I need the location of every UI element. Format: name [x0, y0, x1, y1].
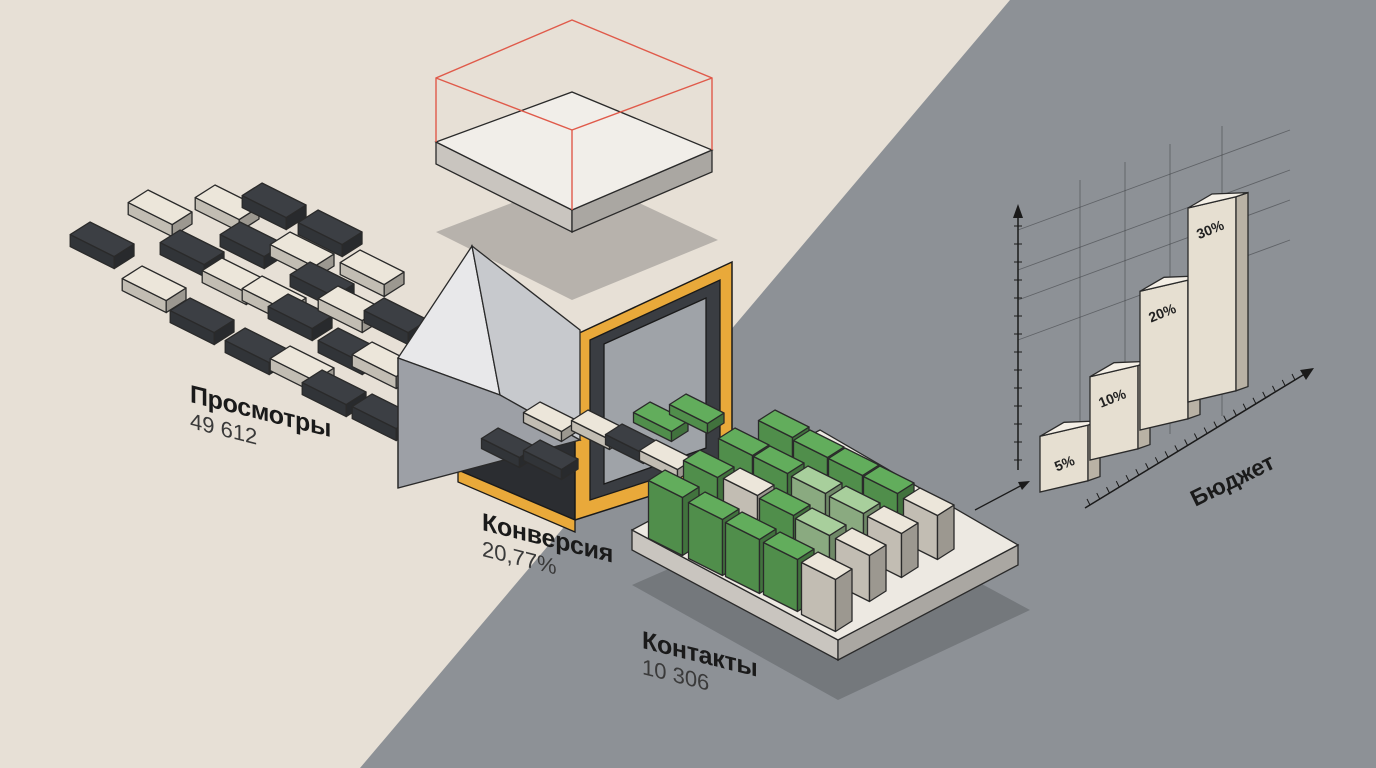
chart-x-tick — [1154, 457, 1159, 464]
view-tile-top — [127, 189, 193, 226]
funnel-tile-top — [638, 439, 695, 471]
view-tile-top — [219, 221, 285, 258]
view-tile — [297, 209, 363, 258]
funnel-tile — [522, 439, 579, 481]
chart-x-tick — [1184, 439, 1189, 446]
chart-x-tick — [1125, 474, 1130, 482]
view-tile — [267, 293, 333, 342]
chart-x-tick — [1213, 421, 1218, 428]
chart-x-tick — [1203, 427, 1208, 434]
contact-block-top — [752, 445, 805, 475]
chart-x-tick — [1174, 445, 1179, 452]
view-tile-top — [169, 297, 235, 334]
contact-block-top — [794, 507, 847, 537]
view-tile — [69, 221, 135, 270]
chart-x-tick — [1252, 397, 1257, 405]
chart-x-tick — [1272, 385, 1276, 393]
budget-bar: 30% — [1187, 191, 1249, 403]
view-tile — [127, 189, 193, 238]
budget-bar-top — [1187, 191, 1249, 209]
view-tile-top — [69, 221, 135, 258]
contact-block-top — [866, 505, 919, 535]
chart-x-tick — [1135, 469, 1140, 476]
funnel-green-tile-top — [668, 393, 725, 425]
chart-connector — [974, 483, 1025, 511]
chart-x-tick — [1242, 403, 1247, 410]
contact-block-top — [828, 485, 881, 515]
contact-block-top — [800, 551, 853, 581]
contacts-platform-group — [630, 409, 1030, 700]
contact-block-top — [757, 409, 810, 439]
wire-top-edge — [435, 19, 713, 150]
view-tile-top — [224, 327, 290, 364]
chart-x-tick — [1232, 409, 1237, 416]
view-tile — [169, 297, 235, 346]
view-tile-top — [159, 229, 225, 266]
chart-x-tick — [1262, 391, 1267, 399]
contact-block-top — [717, 427, 770, 457]
contact-block-top — [902, 487, 955, 517]
chart-x-tick — [1164, 451, 1169, 458]
wire-edge — [571, 77, 713, 131]
view-tile-top — [297, 209, 363, 246]
view-tile-top — [241, 182, 307, 219]
chart-y-arrow — [1013, 204, 1023, 218]
contact-block-top — [758, 487, 811, 517]
chart-x-tick — [1193, 433, 1198, 440]
contact-block-top — [647, 469, 700, 499]
chart-x-tick — [1115, 480, 1120, 488]
budget-bar-side — [1235, 191, 1249, 392]
views-tiles-group — [69, 182, 429, 442]
funnel-group — [397, 19, 733, 533]
contact-block-top — [762, 531, 815, 561]
view-tile — [339, 249, 405, 298]
funnel-tile-top — [522, 401, 579, 433]
contact-block-top — [834, 527, 887, 557]
wire-edge — [435, 77, 573, 131]
view-tile-top — [301, 369, 367, 406]
funnel-green-tile — [632, 401, 689, 443]
chart-x-tick — [1096, 492, 1101, 500]
funnel-green-tile — [668, 393, 725, 435]
chart-gridline — [1017, 169, 1291, 271]
chart-x-tick — [1106, 486, 1110, 494]
chart-x-tick — [1291, 373, 1296, 381]
chart-x-tick — [1145, 463, 1150, 470]
contact-block-top — [790, 465, 843, 495]
view-tile-top — [267, 293, 333, 330]
budget-bar-label: 5% — [1052, 452, 1077, 475]
frame-bottom — [457, 469, 576, 533]
view-tile-top — [121, 265, 187, 302]
chart-x-arrow — [1300, 368, 1314, 380]
contact-block-top — [862, 465, 915, 495]
funnel-tile-top — [480, 427, 537, 459]
contact-block-top — [724, 511, 777, 541]
chart-x-tick — [1223, 415, 1228, 422]
view-tile-top — [339, 249, 405, 286]
chart-x-tick — [1086, 498, 1091, 506]
view-tile — [241, 182, 307, 231]
contact-block-top — [682, 449, 735, 479]
funnel-tile-top — [522, 439, 579, 471]
chart-connector-arrow — [1018, 481, 1030, 490]
contact-block-top — [722, 467, 775, 497]
view-tile — [121, 265, 187, 314]
platform-shadow — [436, 176, 718, 300]
budget-chart-group: 5%10%20%30% — [974, 126, 1314, 511]
view-tile-top — [363, 297, 429, 334]
contact-block-top — [792, 429, 845, 459]
chart-x-tick — [1281, 379, 1286, 387]
platform-top — [434, 91, 714, 211]
chart-x-axis — [1084, 371, 1309, 509]
contact-block-top — [827, 447, 880, 477]
contact-block — [800, 551, 853, 633]
budget-bar-front — [1089, 364, 1139, 461]
contact-block-top — [687, 491, 740, 521]
chart-gridline — [1017, 129, 1291, 231]
